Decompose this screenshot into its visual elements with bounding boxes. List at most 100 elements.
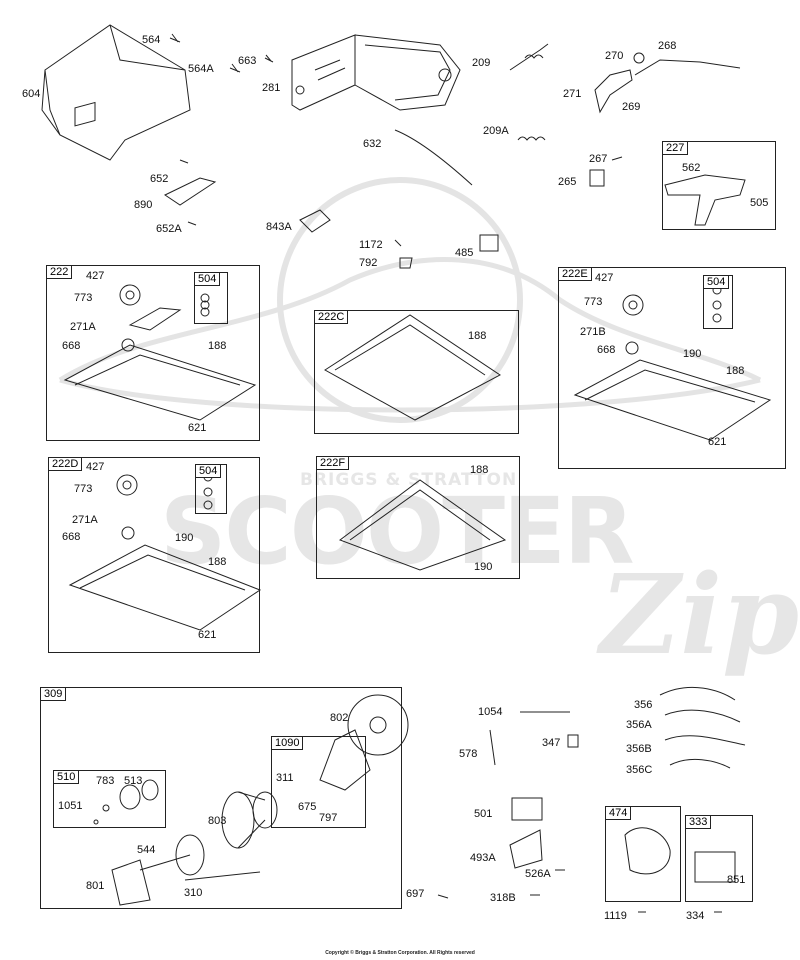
group-222d-tag: 222D [48, 457, 83, 471]
part-label: 347 [542, 737, 561, 749]
base-plate-222d-drawing [68, 472, 262, 631]
part-label: 513 [124, 775, 143, 787]
part-label: 663 [238, 55, 257, 67]
part-label: 773 [74, 292, 93, 304]
screw-267 [611, 156, 623, 161]
group-222c: 222C [314, 310, 519, 434]
group-222-sub-504: 504 [194, 272, 228, 324]
part-label: 190 [683, 348, 702, 360]
watermark-script-text: Zip [600, 550, 799, 679]
part-label: 310 [184, 887, 203, 899]
part-label: 562 [682, 162, 701, 174]
part-label: 851 [727, 874, 746, 886]
clip-265 [589, 169, 605, 187]
screw-663 [264, 54, 274, 63]
part-label: 773 [74, 483, 93, 495]
link-632 [394, 129, 473, 186]
screw-564a [229, 63, 241, 73]
lever-271 [594, 69, 633, 114]
part-label: 564A [188, 63, 214, 75]
part-label: 675 [298, 801, 317, 813]
wire-578 [489, 729, 496, 766]
group-222e-sub-504: 504 [703, 275, 733, 329]
group-474-tag: 474 [605, 806, 632, 820]
bracket-890 [163, 177, 217, 206]
part-label: 1054 [478, 706, 503, 718]
part-label: 318B [490, 892, 516, 904]
watermark-main-text: SCOOTER [160, 478, 635, 585]
part-label: 271 [563, 88, 582, 100]
copyright-text: Copyright © Briggs & Stratton Corporatio… [325, 950, 475, 956]
part-label: 356 [634, 699, 653, 711]
group-222d-sub-504: 504 [195, 464, 227, 514]
screw-564 [169, 33, 181, 43]
part-label: 1051 [58, 800, 83, 812]
part-label: 427 [86, 270, 105, 282]
wire-356c [669, 759, 731, 769]
base-plate-222f-drawing [338, 479, 507, 571]
group-222f: 222F [316, 456, 520, 579]
part-label: 621 [188, 422, 207, 434]
part-label: 783 [96, 775, 115, 787]
watermark-car-outline [58, 177, 762, 423]
part-label: 668 [62, 340, 81, 352]
group-222e-tag: 222E [558, 267, 592, 281]
part-label: 209 [472, 57, 491, 69]
starter-309-drawing [93, 694, 409, 906]
part-label: 632 [363, 138, 382, 150]
wire-356b [664, 735, 746, 746]
part-label: 773 [584, 296, 603, 308]
group-474: 474 [605, 806, 681, 902]
part-label: 281 [262, 82, 281, 94]
group-309: 309 [40, 687, 402, 909]
screw-697 [437, 894, 449, 899]
part-label: 334 [686, 910, 705, 922]
part-label: 188 [726, 365, 745, 377]
part-label: 803 [208, 815, 227, 827]
group-333-tag: 333 [685, 815, 712, 829]
part-label: 564 [142, 34, 161, 46]
group-227-tag: 227 [662, 141, 689, 155]
part-label: 621 [198, 629, 217, 641]
group-309-tag: 309 [40, 687, 67, 701]
group-222c-tag: 222C [314, 310, 349, 324]
part-label: 578 [459, 748, 478, 760]
group-222e: 222E [558, 267, 786, 469]
part-label: 501 [474, 808, 493, 820]
harness-474 [624, 827, 671, 875]
part-label: 797 [319, 812, 338, 824]
part-label: 1172 [359, 239, 383, 251]
part-label: 1119 [604, 910, 627, 922]
wire-356 [659, 686, 736, 701]
group-510-tag: 510 [53, 770, 80, 784]
group-309-sub-510: 510 [53, 770, 166, 828]
part-label: 668 [62, 531, 81, 543]
group-222-sub-tag: 504 [194, 272, 221, 286]
part-label: 188 [468, 330, 487, 342]
part-label: 792 [359, 257, 378, 269]
part-label: 652 [150, 173, 169, 185]
part-label: 621 [708, 436, 727, 448]
base-plate-222-drawing [63, 284, 257, 421]
part-347 [567, 734, 579, 748]
part-label: 493A [470, 852, 496, 864]
group-1090-tag: 1090 [271, 736, 304, 750]
bracket-792 [399, 257, 413, 269]
part-label: 801 [86, 880, 105, 892]
group-309-sub-1090: 1090 [271, 736, 366, 828]
part-843a [299, 209, 331, 233]
pedal-227 [664, 174, 746, 226]
screw-1172 [394, 239, 402, 247]
wire-356a [664, 709, 741, 723]
part-label: 356A [626, 719, 652, 731]
part-label: 267 [589, 153, 608, 165]
part-label: 271A [72, 514, 98, 526]
watermark-top-text: BRIGGS & STRATTON [300, 470, 518, 490]
part-label: 544 [137, 844, 156, 856]
group-222d-sub-tag: 504 [195, 464, 222, 478]
part-label: 485 [455, 247, 474, 259]
group-227: 227 [662, 141, 776, 230]
part-label: 188 [470, 464, 489, 476]
